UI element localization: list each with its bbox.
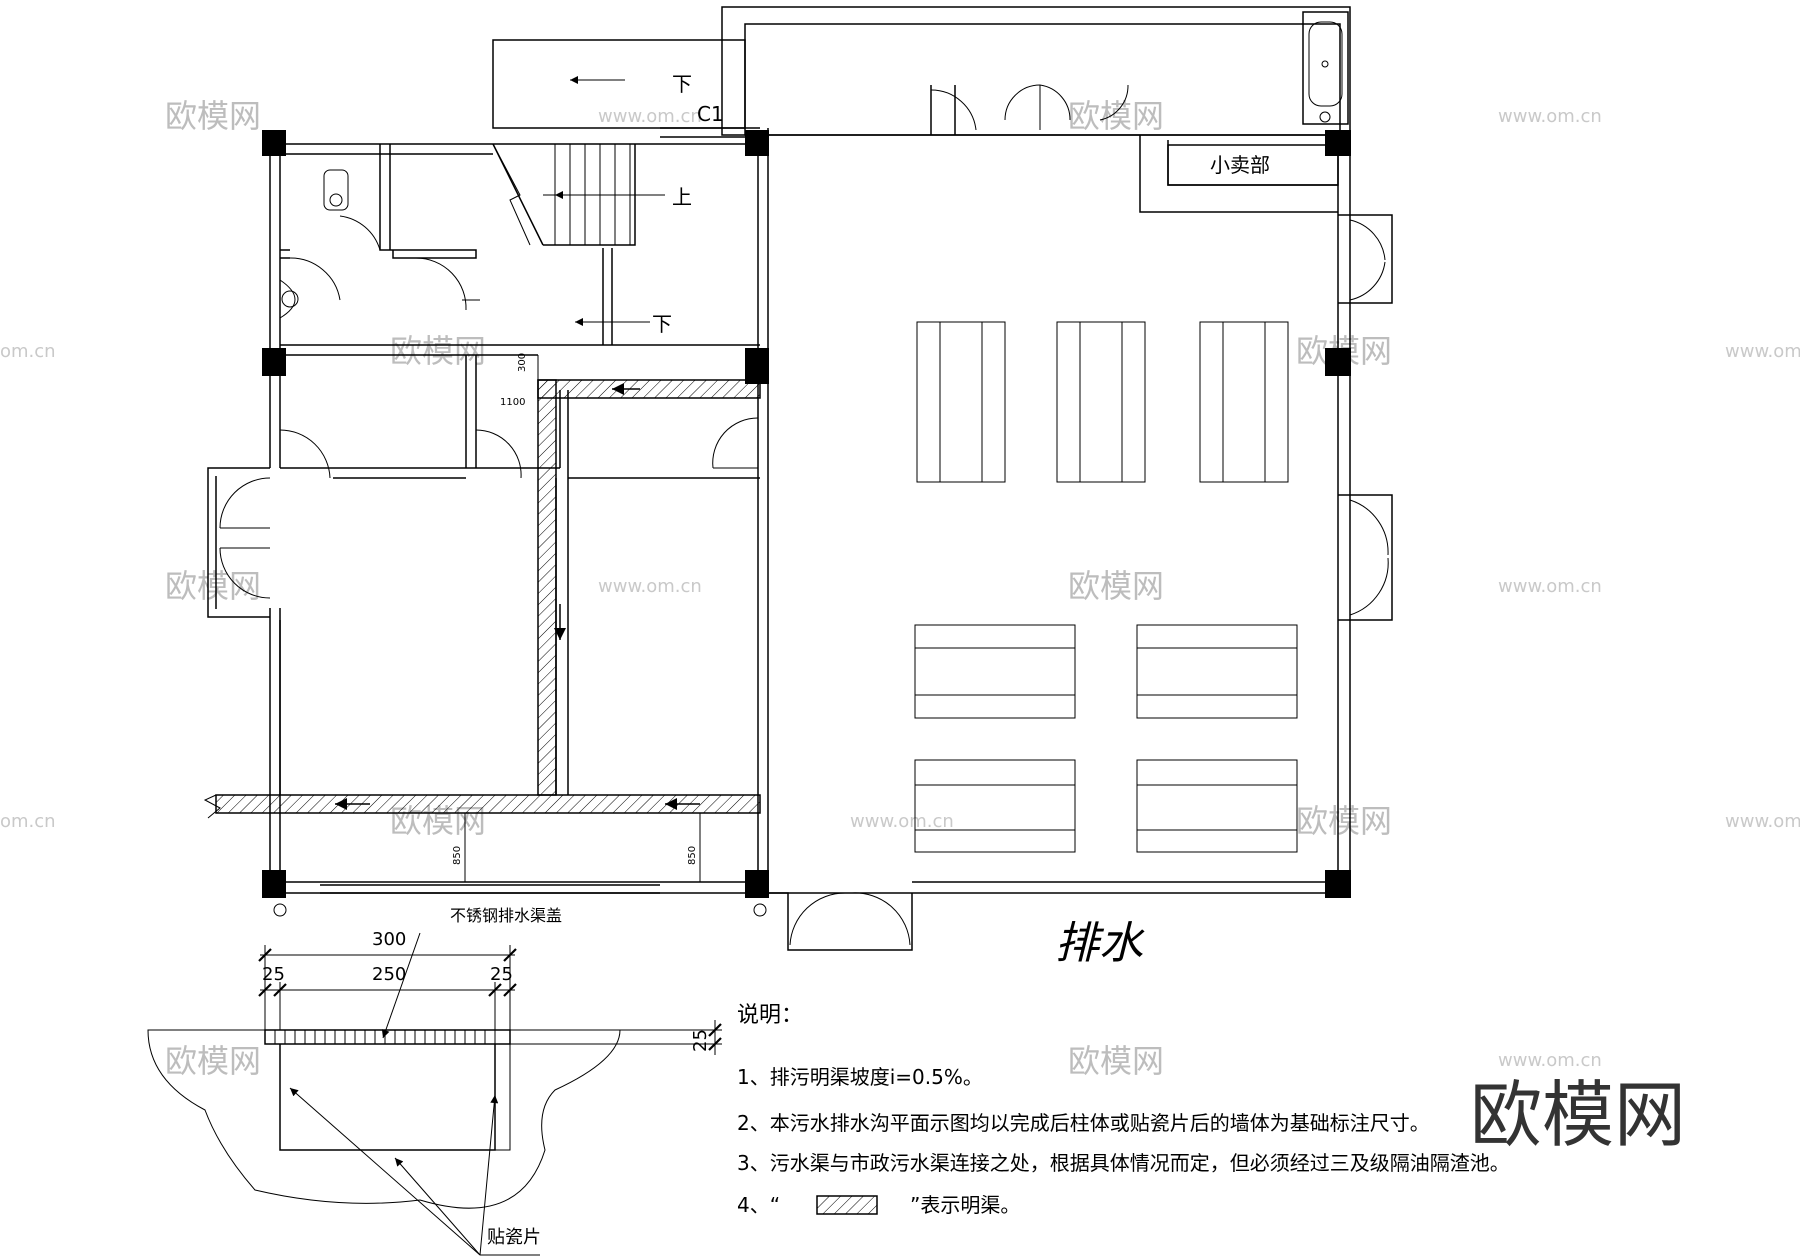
- dim-label-850-right: 850: [687, 846, 698, 865]
- dim-depth: 25: [690, 1029, 711, 1052]
- notes-block: 说明： 1、排污明渠坡度i=0.5%。 2、本污水排水沟平面示图均以完成后柱体或…: [737, 1003, 1510, 1217]
- drawing-title: 排水: [1055, 918, 1145, 969]
- watermark-brand: 欧模网: [165, 97, 261, 135]
- dim-mid: 250: [372, 964, 406, 985]
- watermark-url: www.om.cn: [1498, 1050, 1602, 1071]
- open-channel-legend-swatch: [816, 1195, 878, 1215]
- dim-label-1100: 1100: [500, 397, 525, 408]
- note-2: 2、本污水排水沟平面示图均以完成后柱体或贴瓷片后的墙体为基础标注尺寸。: [737, 1111, 1430, 1135]
- watermark-brand: 欧模网: [165, 567, 261, 605]
- drain-channels: [203, 355, 761, 882]
- staircase: [492, 143, 636, 345]
- watermark-url: www.om.cn: [1498, 106, 1602, 127]
- stair-down-label-mid: 下: [652, 312, 672, 336]
- dim-overall: 300: [372, 929, 406, 950]
- watermark-brand: 欧模网: [1068, 567, 1164, 605]
- dim-label-850-left: 850: [452, 846, 463, 865]
- stair-up-label: 上: [672, 185, 692, 209]
- note-1: 1、排污明渠坡度i=0.5%。: [737, 1065, 983, 1089]
- watermark-url: www.om.cn: [1498, 576, 1602, 597]
- watermark-url: www.om.cn: [850, 811, 954, 832]
- watermark-brand: 欧模网: [1068, 1042, 1164, 1080]
- dining-tables: [914, 321, 1298, 853]
- note-4-suffix: ”表示明渠。: [910, 1193, 1020, 1217]
- watermark-large: 欧模网: [1470, 1073, 1686, 1157]
- watermark-brand: 欧模网: [1068, 97, 1164, 135]
- watermark-url: www.om.cn: [1725, 811, 1800, 832]
- basin-icon: [279, 279, 296, 319]
- note-3: 3、污水渠与市政污水渠连接之处，根据具体情况而定，但必须经过三及级隔油隔渣池。: [737, 1151, 1510, 1175]
- building-walls: [207, 6, 1393, 951]
- dim-right: 25: [490, 964, 513, 985]
- watermark-url: om.cn: [0, 341, 56, 362]
- watermark-url: www.om.cn: [1725, 341, 1800, 362]
- watermark-brand: 欧模网: [390, 332, 486, 370]
- note-4-prefix: 4、“: [737, 1193, 780, 1217]
- structural-columns: [262, 130, 1351, 917]
- watermark-brand: 欧模网: [1296, 802, 1392, 840]
- bathtub-icon: [1302, 11, 1349, 125]
- dim-left: 25: [262, 964, 285, 985]
- cover-label: 不锈钢排水渠盖: [450, 906, 562, 925]
- window-label-c1: C1: [697, 102, 724, 126]
- watermark-url: www.om.cn: [598, 106, 702, 127]
- watermark-layer: 欧模网 欧模网 www.om.cn www.om.cn om.cn 欧模网 欧模…: [0, 97, 1800, 1080]
- tile-label: 贴瓷片: [487, 1227, 541, 1248]
- watermark-brand: 欧模网: [165, 1042, 261, 1080]
- toilet-icon: [323, 169, 349, 211]
- channel-section-detail: [147, 932, 722, 1256]
- stair-down-label-top: 下: [672, 72, 692, 96]
- notes-heading: 说明：: [737, 1003, 803, 1028]
- shop-room-label: 小卖部: [1210, 153, 1270, 177]
- watermark-url: www.om.cn: [598, 576, 702, 597]
- watermark-url: om.cn: [0, 811, 56, 832]
- dim-label-300: 300: [517, 353, 528, 372]
